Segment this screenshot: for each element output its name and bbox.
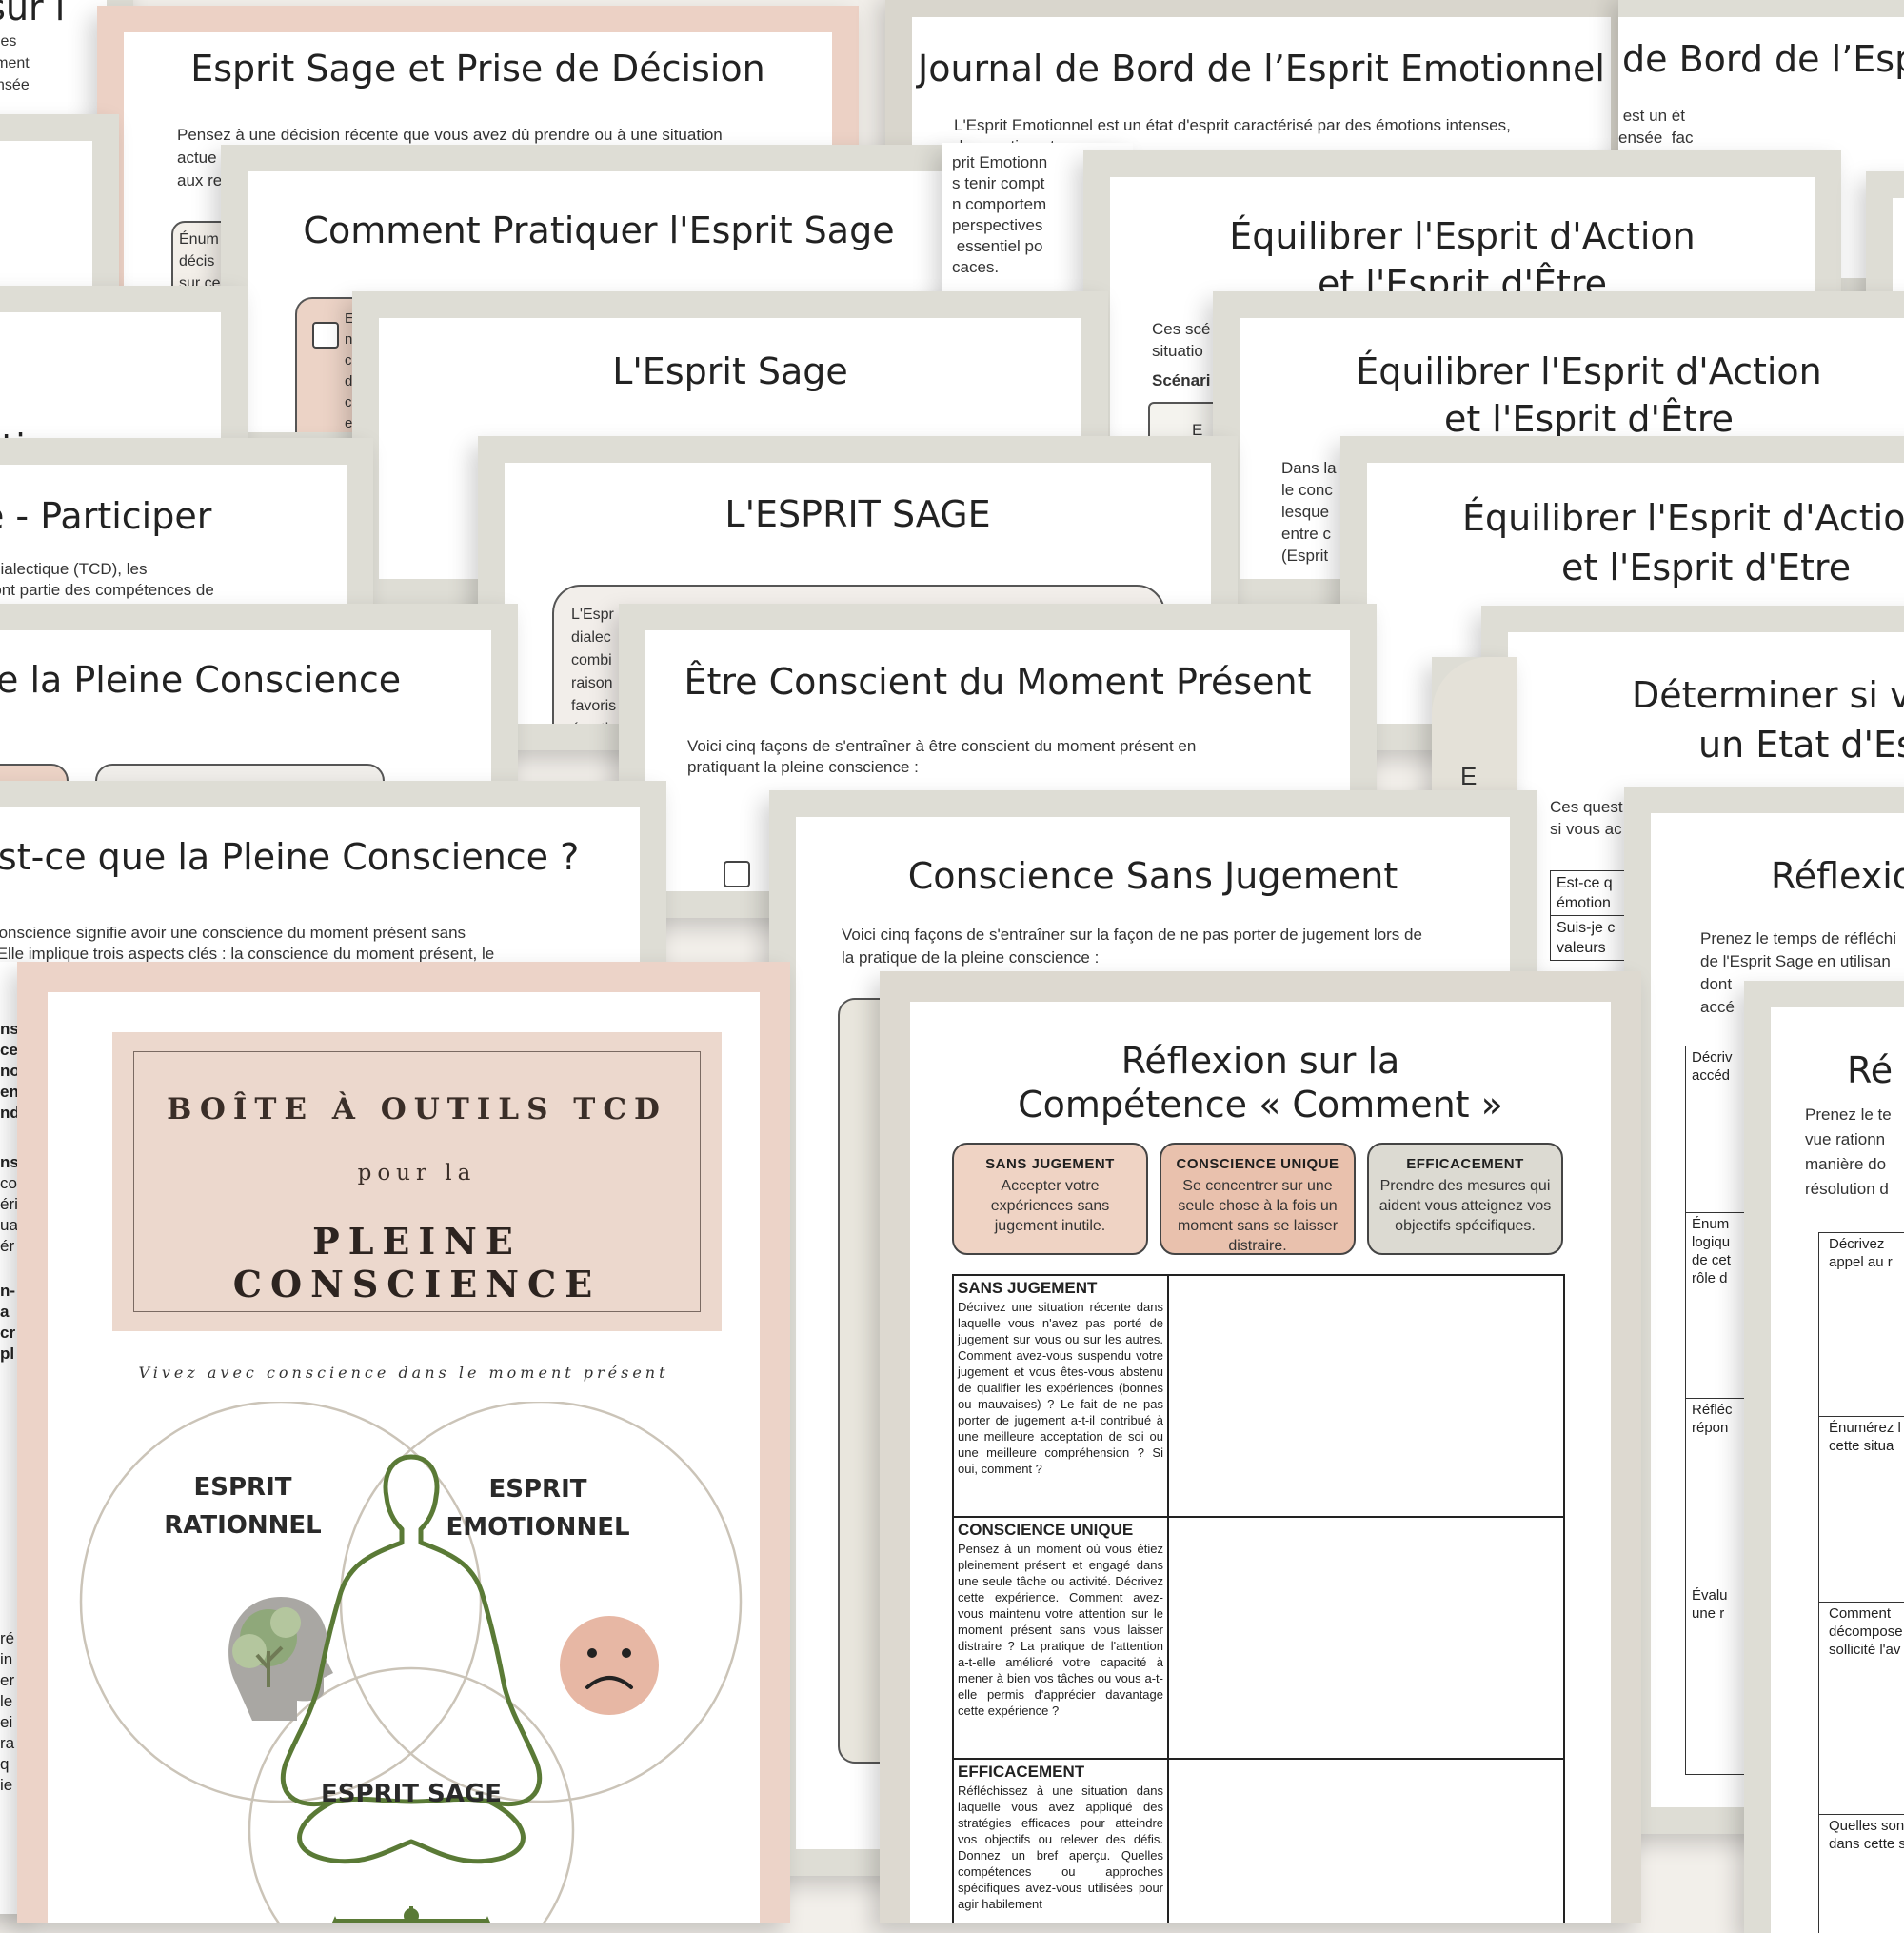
pill-conscience-unique: CONSCIENCE UNIQUE Se concentrer sur une …: [1160, 1143, 1356, 1255]
strip-text: co: [0, 1174, 17, 1192]
card-text: pleine conscience signifie avoir une con…: [0, 924, 466, 942]
balance-scale-icon: [331, 1906, 491, 1923]
checkbox[interactable]: [724, 861, 750, 887]
strip-text: nsc: [0, 1020, 19, 1038]
card-title: Équilibrer l'Esprit d'Action: [1356, 350, 1822, 392]
card-text: aux re: [177, 171, 223, 189]
card-title: de Bord de l’Esp: [1622, 38, 1904, 80]
card-text: E: [1460, 762, 1478, 790]
strip-text: cr: [0, 1324, 16, 1342]
strip-text: er: [0, 1671, 15, 1689]
strip-text: ér: [0, 1237, 15, 1255]
card-title: Équilibrer l'Esprit d'Action: [1229, 215, 1696, 257]
card-text: Ces scé situatio: [1152, 320, 1211, 360]
cover-title-line3: PLEINE CONSCIENCE: [232, 1220, 602, 1305]
strip-text: in: [0, 1650, 13, 1668]
reflection-card[interactable]: Réflexion sur la Compétence « Comment » …: [880, 971, 1641, 1923]
card-text: Ces quest si vous ac: [1550, 798, 1623, 838]
card-title: Conscience Sans Jugement: [907, 855, 1398, 897]
strip-text: pl: [0, 1345, 15, 1363]
answer-field[interactable]: [1169, 1276, 1563, 1516]
strip-text: ie: [0, 1776, 13, 1794]
pill-efficacement: EFFICACEMENT Prendre des mesures qui aid…: [1367, 1143, 1563, 1255]
answer-field[interactable]: [1169, 1760, 1563, 1923]
strip-text: nsc: [0, 1153, 19, 1171]
cover-title-line1: BOÎTE À OUTILS TCD: [167, 1092, 667, 1126]
question-table: Est-ce q émotion Suis-je c valeurs: [1550, 870, 1628, 961]
strip-text: ra: [0, 1734, 15, 1752]
table-row: EFFICACEMENT Réfléchissez à une situatio…: [954, 1760, 1563, 1923]
cover-title-box: BOÎTE À OUTILS TCD pour la PLEINE CONSCI…: [112, 1032, 722, 1331]
pill-sans-jugement: SANS JUGEMENT Accepter votre expériences…: [952, 1143, 1148, 1255]
card-text: Dans la le conc lesque entre c (Esprit: [1281, 459, 1337, 565]
card-title: Équilibrer l'Esprit d'Actio: [1462, 497, 1904, 539]
card-title: rire - Participer: [0, 495, 212, 537]
strip-text: le: [0, 1692, 13, 1710]
card-title: L'ESPRIT SAGE: [724, 493, 991, 535]
card-title: Comment Pratiquer l'Esprit Sage: [303, 209, 895, 251]
reflection-title-line1: Réflexion sur la: [1121, 1040, 1400, 1082]
emotional-label: ESPRIT EMOTIONNEL: [446, 1475, 630, 1542]
card-title-line2: et l'Esprit d'Être: [1443, 398, 1735, 440]
card-text: L'Esprit Emotionnel est un état d'esprit…: [954, 116, 1511, 134]
card-title-line2: un Etat d'Esp: [1698, 724, 1904, 766]
strip-text: nd: [0, 1104, 19, 1122]
answer-field[interactable]: [1169, 1518, 1563, 1758]
cover-tagline: Vivez avec conscience dans le moment pré…: [138, 1364, 669, 1382]
card-text: Prenez le te vue rationn manière do réso…: [1805, 1106, 1892, 1198]
head-tree-icon: [228, 1597, 333, 1721]
venn-diagram: [79, 1402, 743, 1923]
card-text: Pensez à une décision récente que vous a…: [177, 126, 723, 144]
strip-text: ré: [0, 1629, 15, 1647]
strip-text: éri: [0, 1195, 18, 1213]
card-text: Voici cinq façons de s'entraîner à être …: [687, 737, 1197, 755]
card-title: Déterminer si vou: [1632, 674, 1904, 716]
card-text: Prenez le temps de réfléchi de l'Esprit …: [1700, 929, 1896, 1016]
card-title: Journal de Bord de l’Esprit Emotionnel: [918, 48, 1605, 90]
strip-text: ua: [0, 1216, 18, 1234]
reflection-title-line2: Compétence « Comment »: [1018, 1084, 1503, 1126]
card-title-line2: et l'Esprit d'Etre: [1561, 547, 1852, 588]
card-title: n sur l: [0, 0, 66, 29]
strip-text: q: [0, 1755, 10, 1773]
card-text: est un ét ensée fac: [1618, 107, 1694, 147]
card-text: pratiquant la pleine conscience :: [687, 758, 919, 776]
cover-card[interactable]: BOÎTE À OUTILS TCD pour la PLEINE CONSCI…: [17, 962, 790, 1923]
card-label: Scénari: [1152, 371, 1211, 389]
table-row: SANS JUGEMENT Décrivez une situation réc…: [954, 1276, 1563, 1518]
strip-text: noc: [0, 1062, 19, 1080]
card-title: Esprit Sage et Prise de Décision: [190, 48, 765, 90]
card-text: la pratique de la pleine conscience :: [842, 948, 1100, 966]
card-reflexion-far[interactable]: Ré Prenez le te vue rationn manière do r…: [1744, 981, 1904, 1933]
card-text: actue: [177, 149, 217, 167]
checkbox[interactable]: [312, 322, 339, 349]
reflection-table: Décrivez appel au r Énumérez l cette sit…: [1818, 1232, 1904, 1933]
card-title: Être Conscient du Moment Présent: [684, 661, 1312, 703]
cover-title-line2: pour la: [357, 1161, 477, 1186]
card-text: entale dialectique (TCD), les: [0, 560, 148, 578]
wise-label: ESPRIT SAGE: [321, 1780, 502, 1808]
card-title: u'est-ce que la Pleine Conscience ?: [0, 836, 580, 878]
rational-label: ESPRIT RATIONNEL: [164, 1473, 322, 1540]
strip-text: ei: [0, 1713, 13, 1731]
card-title: Réflexio: [1771, 855, 1904, 897]
table-row: CONSCIENCE UNIQUE Pensez à un moment où …: [954, 1518, 1563, 1760]
card-text: Voici cinq façons de s'entraîner sur la …: [842, 926, 1422, 944]
strip-text: ent: [0, 1083, 19, 1101]
strip-text: ce: [0, 1041, 18, 1059]
card-title: L'Esprit Sage: [612, 350, 848, 392]
sad-face-icon: [560, 1616, 659, 1715]
card-text: prit Emotionn s tenir compt n comportem …: [952, 153, 1048, 276]
card-text: ciper" font partie des compétences de: [0, 581, 214, 599]
card-text: ement. Elle implique trois aspects clés …: [0, 945, 495, 963]
meditation-figure-icon: [280, 1454, 543, 1864]
reflection-table: SANS JUGEMENT Décrivez une situation réc…: [952, 1274, 1565, 1923]
card-title: Ré: [1847, 1049, 1894, 1091]
strip-text: n-a: [0, 1282, 16, 1321]
card-text: xpériences t les élément vos pensée: [0, 33, 30, 93]
card-title: s de la Pleine Conscience: [0, 659, 402, 701]
